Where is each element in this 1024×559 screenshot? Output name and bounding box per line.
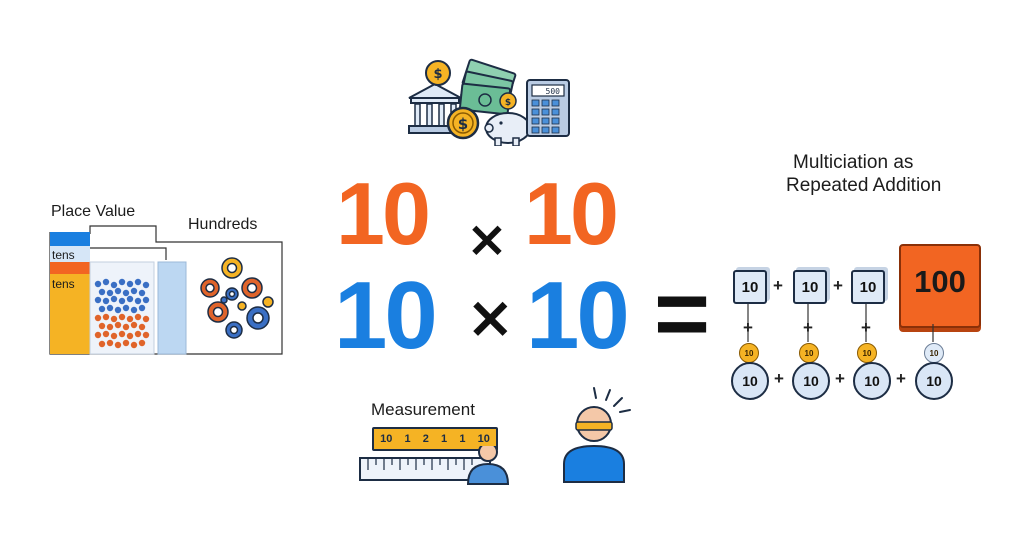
tape-digit: 10 bbox=[380, 433, 393, 445]
coin-icon: $ bbox=[499, 92, 517, 110]
big-coin-3: 10 bbox=[853, 362, 891, 400]
place-value-diagram bbox=[49, 225, 283, 355]
place-value-title: Place Value bbox=[51, 203, 136, 220]
person-icon bbox=[466, 446, 510, 485]
coin-icon: $ bbox=[446, 106, 480, 140]
small-coin-2: 10 bbox=[799, 343, 819, 363]
hundreds-label: Hundreds bbox=[188, 216, 258, 233]
bank-icon bbox=[408, 82, 462, 134]
plus-sign: + bbox=[896, 369, 906, 388]
vertical-plus-sign: + bbox=[743, 318, 753, 337]
tape-digit: 1 bbox=[404, 433, 411, 445]
small-coin-4: 10 bbox=[924, 343, 944, 363]
coin-icon: $ bbox=[425, 60, 451, 86]
hundreds-circles bbox=[200, 257, 274, 339]
big-coin-2: 10 bbox=[792, 362, 830, 400]
plus-sign: + bbox=[773, 276, 783, 295]
calculator-display: 500 bbox=[546, 87, 561, 96]
ruler-and-person bbox=[359, 446, 510, 485]
tape-digit: 10 bbox=[477, 433, 490, 445]
addend-box-1: 10 bbox=[733, 270, 767, 304]
tape-digit: 1 bbox=[459, 433, 466, 445]
thinking-head-icon bbox=[563, 387, 631, 483]
tape-measure-icon: 10 1 2 1 1 10 bbox=[372, 427, 498, 451]
tens-label-2: tens bbox=[52, 277, 75, 291]
vertical-plus-sign: + bbox=[861, 318, 871, 337]
equation-bottom-times-sign: × bbox=[466, 283, 515, 351]
equals-sign: = bbox=[654, 260, 711, 367]
small-coin-3: 10 bbox=[857, 343, 877, 363]
side-panel bbox=[157, 261, 187, 355]
equation-bottom-left-number: 10 bbox=[334, 262, 438, 369]
addend-box-3: 10 bbox=[851, 270, 885, 304]
tape-digit: 2 bbox=[422, 433, 429, 445]
connector-lines bbox=[747, 304, 934, 342]
equation-top-right-number: 10 bbox=[524, 164, 619, 263]
place-value-bar-blue bbox=[50, 232, 90, 246]
calculator-icon: 500 bbox=[526, 79, 570, 137]
repeated-addition-title-line1: Multiciation as bbox=[793, 152, 914, 173]
measurement-title: Measurement bbox=[371, 400, 475, 419]
tape-digit: 1 bbox=[441, 433, 448, 445]
result-tile: 100 bbox=[899, 244, 981, 328]
big-coin-4: 10 bbox=[915, 362, 953, 400]
finance-icon-cluster: $ $ $ 500 bbox=[408, 58, 570, 146]
repeated-addition-title-line2: Repeated Addition bbox=[786, 175, 942, 196]
result-value: 100 bbox=[914, 264, 966, 299]
small-coin-1: 10 bbox=[739, 343, 759, 363]
plus-sign: + bbox=[774, 369, 784, 388]
svg-text:$: $ bbox=[433, 67, 442, 82]
plus-sign: + bbox=[833, 276, 843, 295]
svg-text:$: $ bbox=[505, 98, 511, 108]
addend-box-2: 10 bbox=[793, 270, 827, 304]
equation-bottom-right-number: 10 bbox=[526, 262, 630, 369]
big-coin-1: 10 bbox=[731, 362, 769, 400]
tens-label-1: tens bbox=[52, 248, 75, 262]
plus-sign: + bbox=[835, 369, 845, 388]
equation-top-left-number: 10 bbox=[336, 164, 431, 263]
piggy-bank-icon bbox=[484, 112, 531, 146]
vertical-plus-sign: + bbox=[803, 318, 813, 337]
equation-top-times-sign: × bbox=[466, 210, 508, 268]
svg-text:$: $ bbox=[458, 115, 468, 133]
place-value-bar-orange bbox=[50, 262, 90, 274]
banknote-icon bbox=[458, 58, 517, 116]
place-value-bar-yellow bbox=[50, 274, 90, 354]
